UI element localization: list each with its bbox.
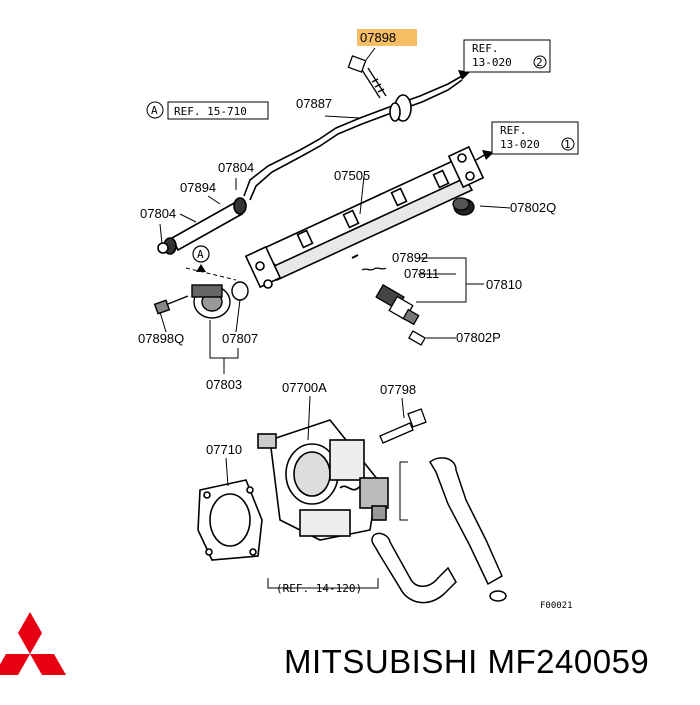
label-07807: 07807 [222, 331, 258, 346]
part-highlight [357, 29, 417, 46]
pressure-regulator-07803 [153, 281, 249, 319]
ref-box-13-020-2-circle: 2 [536, 56, 543, 69]
label-07887: 07887 [296, 96, 332, 111]
label-07710: 07710 [206, 442, 242, 457]
brand-part-number: MITSUBISHI MF240059 [284, 643, 650, 680]
fuel-hose-07894 [157, 197, 247, 255]
ref-box-13-020-2: REF. 13-020 2 [463, 39, 551, 73]
injector-07810 [351, 254, 426, 346]
ref-box-15-710-mark: A [151, 104, 158, 117]
arrow-ref-13-020-1 [482, 150, 494, 160]
ref-box-15-710-text: REF. 15-710 [174, 105, 247, 118]
bolt-07798 [379, 408, 427, 444]
ref-box-13-020-1: REF. 13-020 1 [491, 121, 579, 155]
label-07802P: 07802P [456, 330, 501, 345]
label-07802Q: 07802Q [510, 200, 556, 215]
label-07892: 07892 [392, 250, 428, 265]
leader-lines [159, 115, 511, 487]
label-07898Q: 07898Q [138, 331, 184, 346]
ref-14-120-bracket [267, 578, 379, 589]
label-07804-top: 07804 [218, 160, 254, 175]
bolt-07898 [347, 55, 387, 99]
throttle-body-07700A [257, 419, 389, 541]
arrow-marker-a [192, 245, 210, 272]
mitsubishi-logo-icon [0, 612, 66, 675]
cap-07802Q [452, 197, 475, 216]
fuel-pipe-07887 [243, 75, 463, 201]
water-hoses-14-120 [371, 457, 507, 604]
label-07894: 07894 [180, 180, 216, 195]
label-07803: 07803 [206, 377, 242, 392]
figure-code: F00021 [540, 601, 573, 611]
label-07700A: 07700A [282, 380, 327, 395]
label-07804-left: 07804 [140, 206, 176, 221]
marker-a-text: A [197, 248, 204, 261]
label-07811: 07811 [404, 266, 439, 281]
ref-box-13-020-1-line2: 13-020 [500, 138, 540, 151]
fuel-rail-07505 [244, 145, 485, 289]
label-07505: 07505 [334, 168, 370, 183]
label-07898: 07898 [360, 30, 396, 45]
ref-14-120-text: (REF. 14-120) [276, 582, 362, 595]
ref-box-15-710: A REF. 15-710 [146, 101, 269, 120]
label-07810: 07810 [486, 277, 522, 292]
ref-box-13-020-1-circle: 1 [564, 138, 571, 151]
ref-box-13-020-1-line1: REF. [500, 124, 527, 137]
ref-box-13-020-2-line2: 13-020 [472, 56, 512, 69]
ref-box-13-020-2-line1: REF. [472, 42, 499, 55]
gasket-07710 [197, 479, 263, 561]
label-07798: 07798 [380, 382, 416, 397]
